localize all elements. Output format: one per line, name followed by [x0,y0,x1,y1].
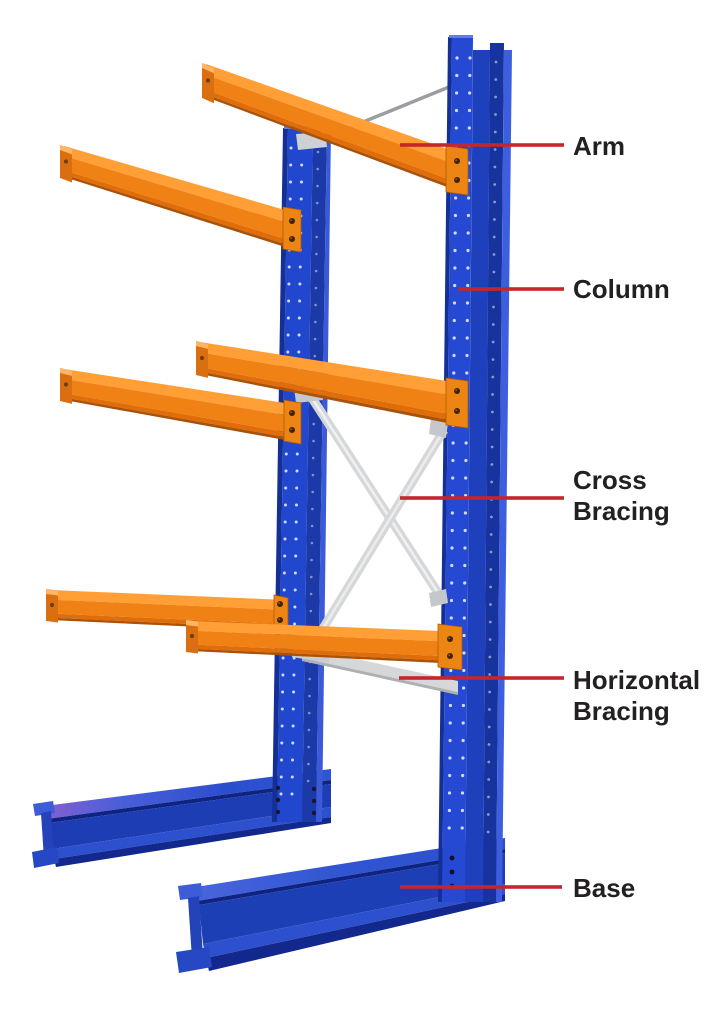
callout-label-arm: Arm [573,131,625,161]
callout-label-column: Column [573,274,670,304]
arm-level1-front [60,145,302,253]
base-rear-right [176,838,505,973]
callout-label-horizontal-bracing-line1: Horizontal [573,665,700,695]
callout-line-column [458,287,564,291]
base-front-left [32,769,331,868]
callout-line-horizontal-bracing [399,676,564,680]
callout-line-arm [400,143,564,147]
callout-line-base [400,885,562,889]
callout-label-cross-bracing-line2: Bracing [573,496,670,526]
callout-line-cross-bracing [400,496,564,500]
arms [46,63,469,671]
callout-label-horizontal-bracing-line2: Bracing [573,696,670,726]
callout-label-base: Base [573,873,635,903]
callouts: Arm Column Cross Bracing Horizontal Brac… [399,131,700,903]
callout-label-cross-bracing-line1: Cross [573,465,647,495]
arm-level3-rear [186,620,463,671]
arm-level1-rear [202,63,469,196]
arm-level2-rear [196,341,469,429]
arm-level2-front [60,368,302,445]
